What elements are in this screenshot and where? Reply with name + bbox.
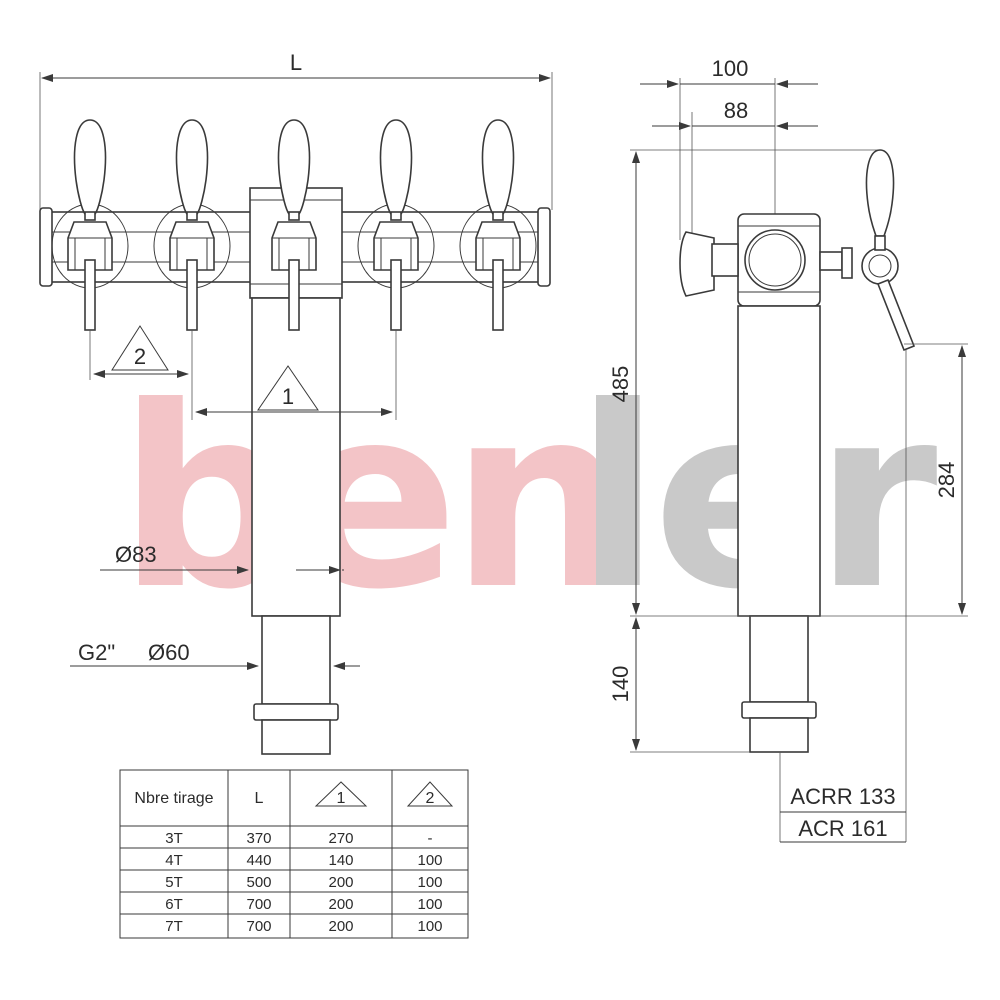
- table-row: 3T 370 270 -: [165, 830, 432, 847]
- table-header-L: L: [255, 790, 264, 807]
- marker-triangle-2: [111, 325, 169, 371]
- side-pipe-thread: [749, 717, 809, 753]
- dimension-label-140: 140: [608, 666, 633, 703]
- svg-text:140: 140: [328, 852, 353, 869]
- dimension-label-diameter-83: Ø83: [115, 542, 157, 567]
- dimension-label-284: 284: [934, 462, 959, 499]
- tap-4: [373, 119, 419, 331]
- svg-text:-: -: [428, 830, 433, 847]
- side-connector-circle: [744, 229, 806, 291]
- lower-pipe: [261, 615, 331, 705]
- svg-text:5T: 5T: [165, 874, 183, 891]
- side-column-body: [737, 305, 821, 617]
- dimension-label-diameter-60: Ø60: [148, 640, 190, 665]
- tap-2: [169, 119, 215, 331]
- tap-5: [475, 119, 521, 331]
- svg-text:200: 200: [328, 874, 353, 891]
- table-row: 4T 440 140 100: [165, 852, 442, 869]
- table-row: 5T 500 200 100: [165, 874, 442, 891]
- side-lower-pipe: [749, 615, 809, 703]
- dimension-label-485: 485: [608, 366, 633, 403]
- svg-text:200: 200: [328, 918, 353, 935]
- watermark-text-ben: ben: [118, 353, 621, 644]
- svg-text:100: 100: [417, 874, 442, 891]
- svg-text:700: 700: [246, 918, 271, 935]
- svg-text:100: 100: [417, 896, 442, 913]
- table-header-1: 1: [337, 790, 346, 807]
- svg-text:100: 100: [417, 918, 442, 935]
- end-cap-left: [39, 207, 53, 287]
- end-cap-right: [537, 207, 551, 287]
- dimension-label-thread: G2": [78, 640, 115, 665]
- svg-text:500: 500: [246, 874, 271, 891]
- dimension-label-100: 100: [712, 56, 749, 81]
- marker-label-1: 1: [282, 384, 294, 409]
- table-header-triangle-1: [314, 781, 368, 807]
- side-tap-handle: [865, 149, 895, 237]
- tap-1: [67, 119, 113, 331]
- svg-text:270: 270: [328, 830, 353, 847]
- table-header-count: Nbre tirage: [134, 790, 213, 807]
- pipe-nut: [253, 703, 339, 721]
- reference-label-acrr: ACRR 133: [790, 784, 895, 809]
- side-pipe-nut: [741, 701, 817, 719]
- svg-text:200: 200: [328, 896, 353, 913]
- column-body: [251, 297, 341, 617]
- svg-text:6T: 6T: [165, 896, 183, 913]
- svg-text:370: 370: [246, 830, 271, 847]
- table-row: 7T 700 200 100: [165, 918, 442, 935]
- side-tap-body: [861, 247, 899, 285]
- side-tap-spout: [876, 278, 916, 352]
- svg-text:440: 440: [246, 852, 271, 869]
- dimension-label-88: 88: [724, 98, 748, 123]
- side-view: 100 88 485: [608, 56, 968, 843]
- front-view: L 2: [39, 50, 553, 755]
- svg-text:7T: 7T: [165, 918, 183, 935]
- pipe-thread: [261, 719, 331, 755]
- svg-text:700: 700: [246, 896, 271, 913]
- dimensions-table: Nbre tirage L 1 2 3T 370 270 - 4T 440 14…: [119, 769, 469, 939]
- reference-label-acr: ACR 161: [798, 816, 887, 841]
- side-end-cap: [679, 231, 715, 297]
- svg-text:4T: 4T: [165, 852, 183, 869]
- marker-triangle-1: [257, 365, 319, 411]
- table-row: 6T 700 200 100: [165, 896, 442, 913]
- table-header-triangle-2: [406, 781, 454, 807]
- svg-text:3T: 3T: [165, 830, 183, 847]
- dimension-label-L: L: [290, 50, 302, 75]
- marker-label-2: 2: [134, 344, 146, 369]
- table-header-2: 2: [426, 790, 435, 807]
- svg-text:100: 100: [417, 852, 442, 869]
